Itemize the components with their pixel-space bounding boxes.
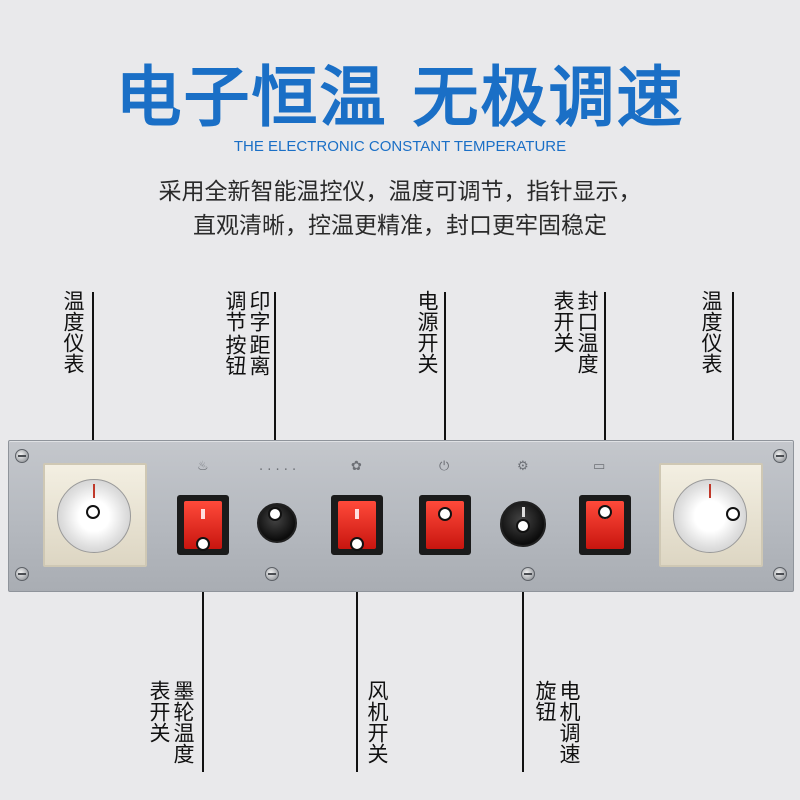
power-symbol-icon: ⏻ xyxy=(439,459,450,474)
label-seal-temp: 封口温度 xyxy=(575,290,599,374)
leader-line xyxy=(356,544,358,772)
seal-symbol-icon: ▭ xyxy=(593,459,606,474)
motor-speed-knob[interactable] xyxy=(500,501,546,547)
callout-dot xyxy=(86,505,100,519)
label-left-gauge: 温度仪表 xyxy=(61,290,85,374)
screw-icon xyxy=(15,567,29,581)
label-print-distance-b: 按钮 xyxy=(223,334,247,376)
distance-symbol-icon: · · · · · xyxy=(259,463,297,478)
print-distance-knob[interactable] xyxy=(257,503,297,543)
screw-icon xyxy=(521,567,535,581)
temperature-gauge-right[interactable] xyxy=(659,463,763,567)
motor-symbol-icon: ⚙ xyxy=(517,459,529,474)
screw-icon xyxy=(15,449,29,463)
screw-icon xyxy=(773,567,787,581)
label-ink-switch: 表开关 xyxy=(147,680,171,743)
seal-temp-switch[interactable] xyxy=(579,495,631,555)
power-switch[interactable] xyxy=(419,495,471,555)
leader-line xyxy=(732,292,734,510)
label-right-gauge: 温度仪表 xyxy=(699,290,723,374)
description-line-1: 采用全新智能温控仪，温度可调节，指针显示， xyxy=(158,179,642,205)
leader-line xyxy=(522,526,524,772)
callout-dot xyxy=(598,505,612,519)
label-seal-switch: 表开关 xyxy=(551,290,575,353)
callout-dot xyxy=(516,519,530,533)
label-print-distance-d: 距离 xyxy=(247,334,271,376)
leader-line xyxy=(444,292,446,510)
description-line-2: 直观清晰，控温更精准，封口更牢固稳定 xyxy=(193,213,607,239)
label-print-distance-c: 印字 xyxy=(247,290,271,332)
screw-icon xyxy=(265,567,279,581)
label-fan-switch: 风机开关 xyxy=(365,680,389,764)
callout-dot xyxy=(726,507,740,521)
label-print-distance-a: 调节 xyxy=(223,290,247,332)
callout-dot xyxy=(196,537,210,551)
leader-line xyxy=(274,292,276,510)
label-knob: 旋钮 xyxy=(533,680,557,722)
leader-line xyxy=(92,292,94,510)
fan-symbol-icon: ✿ xyxy=(351,459,362,474)
leader-line xyxy=(604,292,606,510)
headline: 电子恒温 无极调速 xyxy=(115,59,685,136)
subtitle: THE ELECTRONIC CONSTANT TEMPERATURE xyxy=(233,138,567,155)
callout-dot xyxy=(350,537,364,551)
label-motor-speed: 电机调速 xyxy=(557,680,581,764)
label-power-switch: 电源开关 xyxy=(415,290,439,374)
heat-symbol-icon: ♨ xyxy=(197,459,209,474)
leader-line xyxy=(202,544,204,772)
callout-dot xyxy=(438,507,452,521)
control-panel: ♨ · · · · · ✿ ⏻ ⚙ ▭ xyxy=(8,440,794,592)
screw-icon xyxy=(773,449,787,463)
callout-dot xyxy=(268,507,282,521)
label-ink-temp: 墨轮温度 xyxy=(171,680,195,764)
